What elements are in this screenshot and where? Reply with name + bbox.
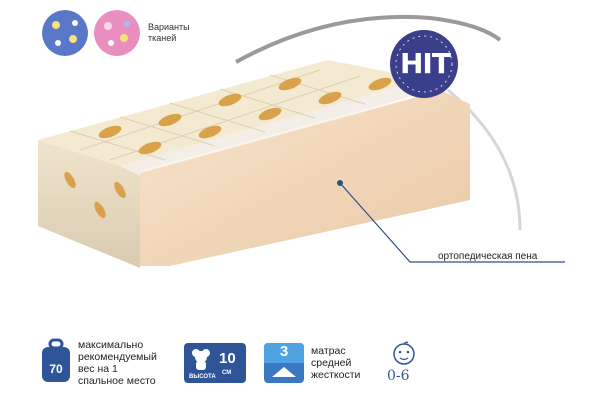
- hit-badge: [390, 30, 458, 98]
- max-weight-text: максимально рекомендуемый вес на 1 спаль…: [78, 339, 157, 387]
- weight-value: 70: [49, 362, 63, 376]
- height-label: ВЫСОТА: [189, 374, 216, 380]
- hit-badge-text: HIT: [400, 47, 451, 80]
- firmness-text: матрас средней жесткости: [311, 345, 361, 381]
- weight-icon: [42, 338, 70, 382]
- callout-label: ортопедическая пена: [438, 251, 538, 262]
- firmness-value: 3: [279, 343, 289, 360]
- height-value: 10: [219, 350, 236, 367]
- age-range: 0-6: [387, 368, 410, 384]
- height-unit: СМ: [222, 370, 232, 376]
- fabric-variants-label: Варианты тканей: [148, 22, 190, 43]
- baby-face-icon: [393, 341, 415, 365]
- bear-icon: [192, 349, 210, 370]
- fabric-swatch-blue[interactable]: [42, 10, 88, 56]
- firmness-icon: [264, 343, 304, 383]
- fabric-swatch-pink[interactable]: [94, 10, 140, 56]
